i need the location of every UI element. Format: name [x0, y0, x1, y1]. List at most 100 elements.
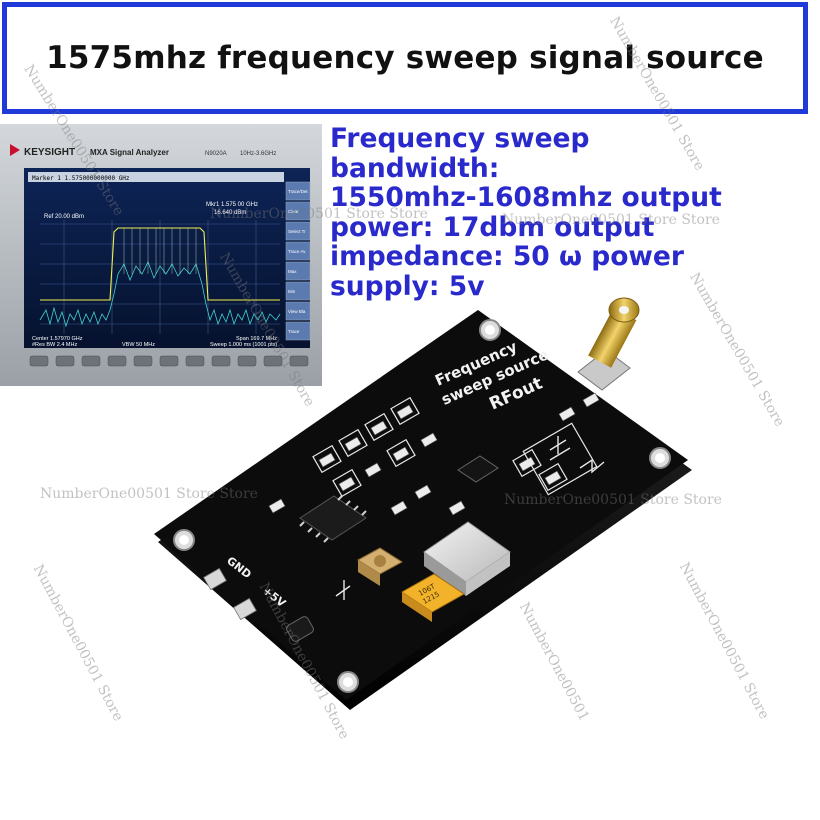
- spec-line: 1550mhz-1608mhz output: [330, 182, 722, 213]
- mounting-hole-center: [343, 677, 353, 687]
- smd-part: [390, 500, 408, 516]
- soft-key-label: Select Tr: [288, 229, 306, 234]
- max-hold-trace: [40, 227, 280, 301]
- pcb-surface: [154, 310, 688, 700]
- front-key: [237, 355, 257, 367]
- trimmer-potentiometer: [357, 547, 403, 586]
- silk-outline: [386, 438, 416, 468]
- ic-chip: [299, 495, 367, 543]
- smd-part: [518, 456, 536, 472]
- cap-side: [402, 592, 432, 622]
- smd-part: [448, 500, 466, 516]
- soft-key-column: Trace/Det Clear Select Tr Trace Av Max M…: [285, 181, 311, 341]
- mkr-frequency: Mkr1 1.575 00 GHz: [206, 202, 258, 208]
- sma-pin: [619, 306, 629, 314]
- spec-description: Frequency sweep bandwidth: 1550mhz-1608m…: [330, 124, 810, 301]
- spec-line: bandwidth:: [330, 152, 500, 184]
- silk-outline: [390, 396, 420, 426]
- front-key: [289, 355, 309, 367]
- shield-can: [423, 521, 511, 596]
- silk-outline: [332, 468, 362, 498]
- soft-key-label: Min: [288, 289, 296, 294]
- vbw: VBW 50 MHz: [122, 342, 155, 348]
- title-banner: 1575mhz frequency sweep signal source: [2, 2, 808, 114]
- soft-key: [285, 241, 311, 261]
- soft-key-label: Max: [288, 269, 297, 274]
- watermark: NumberOne00501 Store: [29, 562, 127, 724]
- soft-key: [285, 181, 311, 201]
- front-key: [211, 355, 231, 367]
- spec-line: Frequency sweep: [330, 123, 590, 154]
- silk-outline: [512, 448, 542, 478]
- transistor: [457, 455, 499, 483]
- tantalum-capacitor: 106T 1215: [401, 573, 465, 622]
- trimmer-side: [358, 560, 380, 586]
- smd-part: [268, 498, 286, 514]
- analyzer-screen: [24, 168, 310, 348]
- silk-outline: [538, 462, 568, 492]
- span: Span 169.7 MHz: [236, 336, 277, 342]
- soft-key: [285, 221, 311, 241]
- front-key: [55, 355, 75, 367]
- vcc-pad: [233, 597, 257, 621]
- silk-block: [522, 422, 598, 496]
- sma-connector: [577, 297, 640, 391]
- silk-outline: [312, 444, 342, 474]
- front-panel-keys: [29, 355, 309, 367]
- graticule: [40, 220, 280, 334]
- mounting-hole-center: [485, 325, 495, 335]
- smd-part: [338, 476, 356, 492]
- marker-bar: [28, 172, 284, 182]
- sweep-time: Sweep 1.000 ms (1001 pts): [210, 342, 277, 348]
- soft-key: [285, 281, 311, 301]
- smd-part: [582, 392, 600, 408]
- front-key: [81, 355, 101, 367]
- ic-pins: [299, 495, 367, 543]
- analyzer-brand: KEYSIGHT: [24, 147, 75, 158]
- trimmer-knob: [374, 555, 386, 567]
- power-pads: [203, 567, 257, 621]
- power-inductor: [286, 616, 314, 642]
- soft-key: [285, 321, 311, 341]
- cap-body: [401, 573, 465, 613]
- spec-line: impedance: 50 ω power: [330, 241, 684, 272]
- center-frequency: Center 1.57970 GHz: [32, 336, 83, 342]
- spec-line: power: 17dbm output: [330, 211, 655, 243]
- front-key: [133, 355, 153, 367]
- soft-key-label: Trace Av: [288, 249, 306, 254]
- page-title: 1575mhz frequency sweep signal source: [46, 40, 764, 76]
- mounting-holes: [173, 319, 671, 693]
- front-key: [185, 355, 205, 367]
- soft-key-label: Clear: [288, 209, 299, 214]
- varactor-symbol-icon: [335, 580, 351, 600]
- smd-part: [370, 420, 388, 436]
- mounting-hole-center: [655, 453, 665, 463]
- silk-outline: [364, 412, 394, 442]
- smd-part: [544, 470, 562, 486]
- mounting-hole-center: [179, 535, 189, 545]
- front-key: [159, 355, 179, 367]
- smd-part: [420, 432, 438, 448]
- soft-key: [285, 301, 311, 321]
- soft-key-label: Trace/Det: [288, 189, 308, 194]
- smd-part: [318, 452, 336, 468]
- gnd-pad: [203, 567, 227, 591]
- ref-level: Ref 20.00 dBm: [44, 214, 84, 220]
- marker-readout: Marker 1 1.575000000000 GHz: [32, 175, 130, 182]
- ic-body: [299, 495, 367, 541]
- noise-trace: [39, 261, 281, 328]
- signal-source-pcb: Frequency sweep source RFout GND +5V 106…: [154, 297, 692, 710]
- smd-part: [364, 462, 382, 478]
- smd-part: [414, 484, 432, 500]
- sweep-comb: [123, 228, 197, 274]
- sma-body: [588, 307, 637, 368]
- soft-key-label: View Bla: [288, 309, 306, 314]
- smd-part: [558, 406, 576, 422]
- soft-key: [285, 201, 311, 221]
- analyzer-model-code: N9020A: [205, 151, 227, 157]
- varactor-symbol-icon: [549, 436, 571, 461]
- mkr-level: 16.640 dBm: [214, 210, 246, 216]
- silk-symbols: [335, 436, 605, 600]
- analyzer-model: MXA Signal Analyzer: [90, 148, 169, 157]
- front-key: [263, 355, 283, 367]
